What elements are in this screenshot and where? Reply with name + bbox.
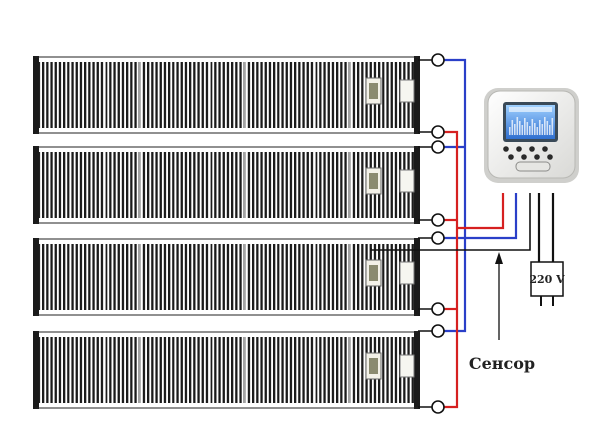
screen-bar (509, 127, 511, 135)
thermostat-button-icon (542, 146, 548, 152)
thermostat-button-icon (503, 146, 509, 152)
screen-bar (544, 117, 546, 135)
screen-bar (546, 121, 549, 135)
screen-bar (524, 118, 526, 135)
film-terminal-block (399, 79, 415, 103)
power-plug: 220 V (529, 193, 565, 306)
film-stripes (35, 331, 418, 409)
red-terminal-2 (431, 213, 445, 227)
film-bottom-bus (35, 218, 418, 224)
thermostat-button-icon (534, 154, 540, 160)
sensor-wire (370, 193, 531, 251)
blue-terminal-2 (431, 140, 445, 154)
film-stripes (35, 238, 418, 316)
screen-status-line (509, 107, 552, 112)
film-top-bus (35, 331, 418, 337)
film-terminal-block (399, 354, 415, 378)
film-top-bus (35, 238, 418, 244)
film-top-bus (35, 146, 418, 152)
screen-bar (511, 120, 514, 135)
red-terminal-4 (431, 400, 445, 414)
blue-terminal-4 (431, 324, 445, 338)
film-bottom-bus (35, 310, 418, 316)
screen-bar (529, 126, 531, 135)
thermostat-button-icon (529, 146, 535, 152)
film-top-bus (35, 56, 418, 62)
film-left-edge (33, 238, 39, 316)
film-right-edge (414, 146, 420, 224)
screen-bar (551, 118, 554, 135)
heating-film-2 (33, 146, 420, 224)
temperature-sensor: Сенсор (469, 252, 535, 373)
thermostat-button-icon (521, 154, 527, 160)
thermostat-buttons (503, 146, 553, 160)
screen-bar (521, 125, 524, 135)
film-connector-clip-inner (369, 173, 378, 189)
film-connector-clip-inner (369, 358, 378, 374)
film-terminal-block (399, 169, 415, 193)
screen-bar (514, 124, 516, 135)
film-connector-clip-inner (369, 265, 378, 281)
film-right-edge (414, 238, 420, 316)
sensor-arrow-icon (495, 252, 503, 264)
blue-thermostat-wire (465, 193, 518, 240)
screen-bar (549, 125, 551, 135)
film-bottom-bus (35, 128, 418, 134)
heating-film-4 (33, 331, 420, 409)
film-right-edge (414, 331, 420, 409)
thermostat-display-slot (515, 161, 551, 172)
film-left-edge (33, 331, 39, 409)
blue-terminal-1 (431, 53, 445, 67)
voltage-label: 220 V (529, 273, 565, 286)
blue-bus-wire (444, 58, 467, 333)
film-terminal-block (399, 261, 415, 285)
screen-bar (541, 124, 544, 135)
heating-film-1 (33, 56, 420, 134)
blue-terminal-3 (431, 231, 445, 245)
plug-body (530, 261, 564, 297)
wiring-group (370, 53, 531, 414)
screen-bar (539, 120, 541, 135)
film-bottom-bus (35, 403, 418, 409)
screen-bar (519, 121, 521, 135)
thermostat-button-icon (547, 154, 553, 160)
screen-bar (536, 127, 539, 135)
film-connector-clip-inner (369, 83, 378, 99)
film-left-edge (33, 146, 39, 224)
film-right-edge (414, 56, 420, 134)
film-stripes (35, 146, 418, 224)
thermostat-button-icon (516, 146, 522, 152)
screen-bar (526, 122, 529, 135)
thermostat-button-icon (508, 154, 514, 160)
red-terminal-1 (431, 125, 445, 139)
red-thermostat-wire (457, 193, 505, 230)
heating-film-3 (33, 238, 420, 316)
film-left-edge (33, 56, 39, 134)
thermostat (484, 88, 579, 183)
red-bus-wire (444, 130, 459, 409)
heating-film-group (33, 56, 420, 409)
film-stripes (35, 56, 418, 134)
red-terminal-3 (431, 302, 445, 316)
screen-bar (534, 123, 536, 135)
screen-bar (531, 119, 534, 135)
screen-bar (516, 117, 519, 135)
thermostat-screen-graph (509, 107, 554, 135)
sensor-label: Сенсор (469, 354, 535, 373)
